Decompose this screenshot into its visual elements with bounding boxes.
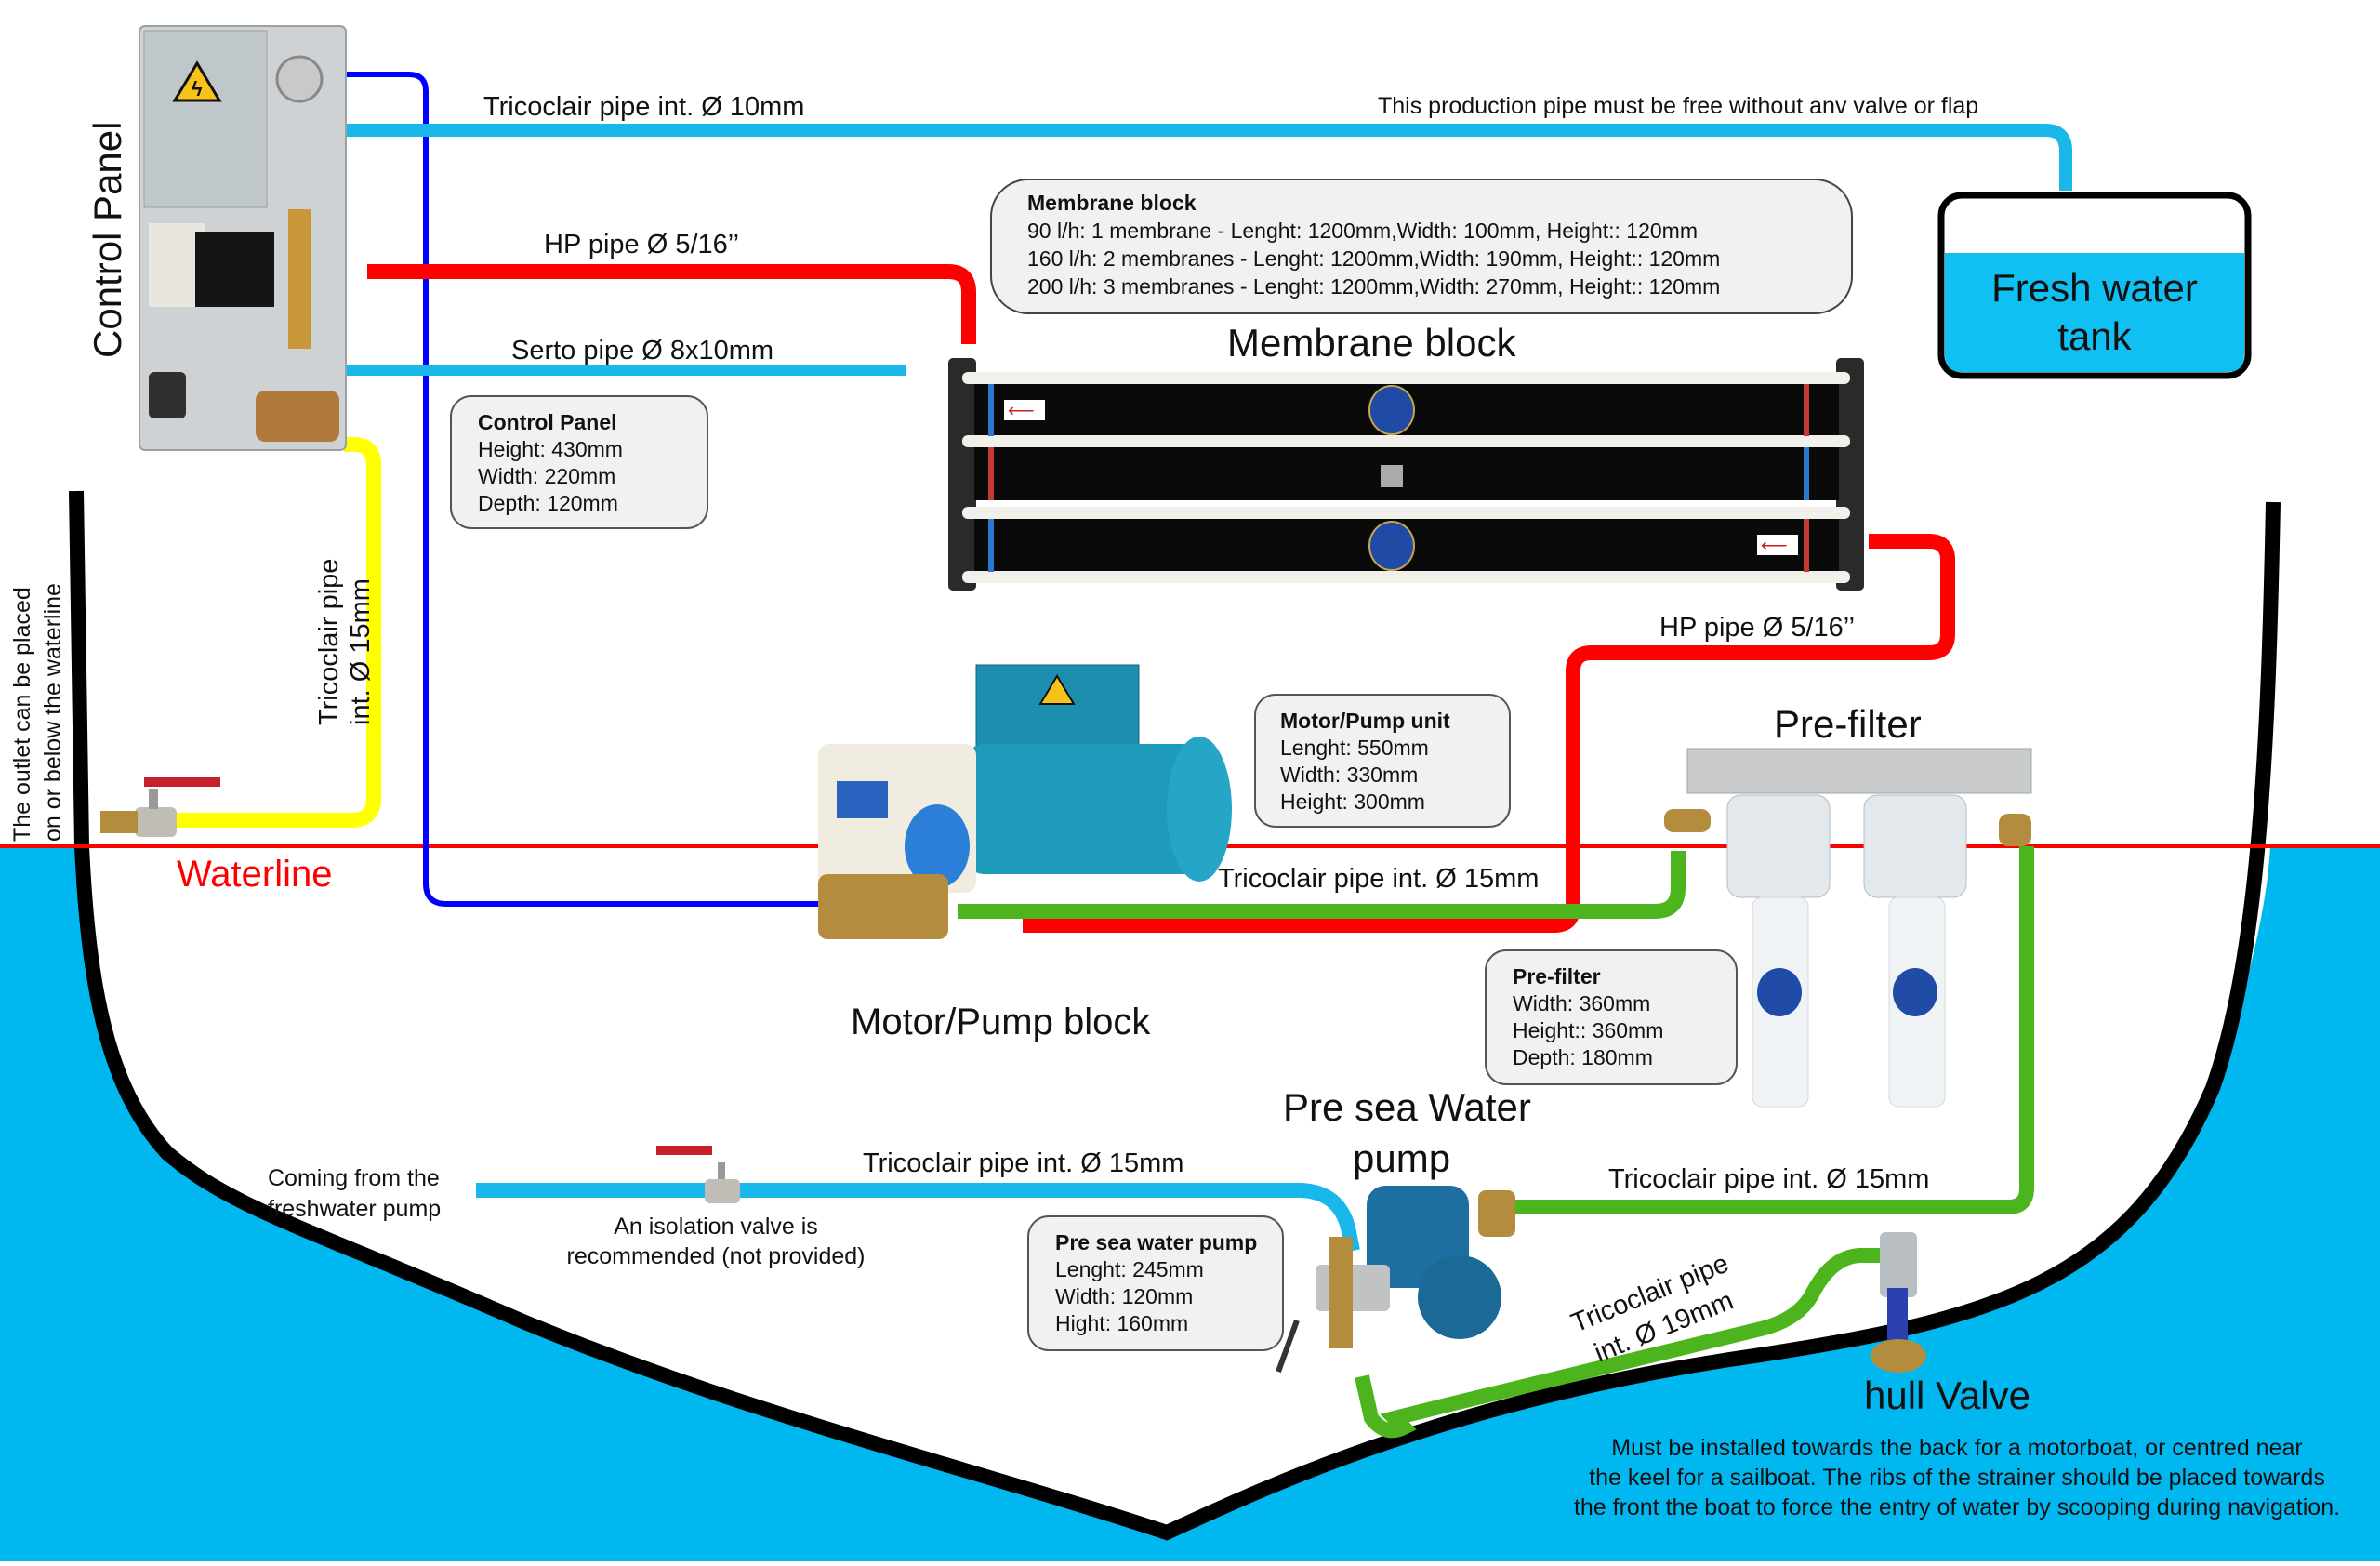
feed-prefilter-pipe-label: Tricoclair pipe int. Ø 15mm — [1608, 1164, 1929, 1194]
motor-pump-block-title: Motor/Pump block — [851, 1002, 1151, 1042]
pre-filter — [1664, 748, 2032, 1108]
hull-outline — [69, 490, 2281, 1541]
pre-sea-pump-title-line-1: Pre sea Water — [1283, 1085, 1531, 1129]
flow-arrow-icon: ⟵ — [1004, 400, 1045, 421]
hull-valve-note-line-1: Must be installed towards the back for a… — [1611, 1435, 2302, 1461]
hull-valve-note-line-2: the keel for a sailboat. The ribs of the… — [1589, 1465, 2325, 1491]
membrane-block: ⟵ ⟵ — [948, 358, 1864, 591]
brand-logo-icon — [1893, 968, 1937, 1016]
high-voltage-warning-icon — [1038, 674, 1076, 705]
isolation-valve-note-line-2: recommended (not provided) — [567, 1243, 866, 1269]
membrane-block-title: Membrane block — [1227, 321, 1516, 365]
brine-pipe-label-line-2: int. Ø 15mm — [346, 578, 376, 725]
hull-valve-note-line-3: the front the boat to force the entry of… — [1574, 1494, 2340, 1520]
serto-pipe-label: Serto pipe Ø 8x10mm — [511, 336, 774, 365]
freshwater-source-line-2: freshwater pump — [268, 1196, 441, 1222]
brand-logo-icon — [1368, 521, 1415, 571]
freshwater-source-line-1: Coming from the — [268, 1165, 440, 1191]
info-box-pre-sea-pump-line: Lenght: 245mm — [1055, 1257, 1204, 1281]
info-box-membrane: Membrane block 90 l/h: 1 membrane - Leng… — [990, 179, 1853, 314]
info-box-motor-pump-title: Motor/Pump unit — [1280, 709, 1450, 733]
production-pipe-note: This production pipe must be free withou… — [1378, 93, 1978, 119]
fresh-water-tank: Fresh water tank — [1937, 192, 2252, 379]
info-box-pre-sea-pump-line: Width: 120mm — [1055, 1284, 1193, 1308]
info-box-pre-filter: Pre-filter Width: 360mm Height:: 360mm D… — [1485, 949, 1738, 1085]
pre-filter-title: Pre-filter — [1774, 702, 1922, 746]
info-box-control-panel-title: Control Panel — [478, 410, 617, 434]
info-box-membrane-line: 160 l/h: 2 membranes - Lenght: 1200mm,Wi… — [1027, 246, 1720, 271]
flush-pipe — [298, 72, 827, 907]
brand-logo-icon — [1368, 385, 1415, 435]
info-box-pre-sea-pump-title: Pre sea water pump — [1055, 1230, 1257, 1254]
intake-pipe — [1355, 1248, 1887, 1439]
svg-text:⟵: ⟵ — [1761, 536, 1788, 556]
svg-text:ϟ: ϟ — [192, 77, 203, 100]
info-box-pre-sea-pump: Pre sea water pump Lenght: 245mm Width: … — [1027, 1215, 1284, 1351]
motor-pump-block — [818, 664, 1232, 939]
ball-valve-icon — [100, 777, 220, 837]
info-box-motor-pump-line: Height: 300mm — [1280, 790, 1425, 814]
hull-valve-title: hull Valve — [1864, 1374, 2030, 1417]
control-panel: ϟ — [139, 25, 347, 451]
waterline-label: Waterline — [177, 854, 332, 895]
info-box-pre-filter-line: Width: 360mm — [1513, 991, 1650, 1015]
info-box-control-panel-line: Width: 220mm — [478, 464, 615, 488]
info-box-motor-pump-line: Lenght: 550mm — [1280, 736, 1429, 760]
feed-pipe-prefilter — [1515, 846, 2034, 1214]
info-box-control-panel-line: Depth: 120mm — [478, 491, 618, 515]
brand-logo-icon — [1757, 968, 1802, 1016]
pressure-gauge — [275, 55, 324, 103]
info-box-pre-filter-title: Pre-filter — [1513, 964, 1601, 989]
info-box-control-panel-line: Height: 430mm — [478, 437, 623, 461]
info-box-membrane-title: Membrane block — [1027, 191, 1197, 215]
info-box-membrane-line: 200 l/h: 3 membranes - Lenght: 1200mm,Wi… — [1027, 274, 1720, 299]
tank-label-line-1: Fresh water — [1991, 266, 2198, 310]
info-box-pre-filter-line: Height:: 360mm — [1513, 1018, 1663, 1042]
feed-motor-pipe-label: Tricoclair pipe int. Ø 15mm — [1218, 864, 1539, 894]
info-box-pre-sea-pump-line: Hight: 160mm — [1055, 1311, 1188, 1335]
info-box-pre-filter-line: Depth: 180mm — [1513, 1045, 1653, 1069]
info-box-membrane-line: 90 l/h: 1 membrane - Lenght: 1200mm,Widt… — [1027, 219, 1698, 243]
outlet-note-line-1: The outlet can be placed — [9, 587, 35, 842]
isolation-valve-note-line-1: An isolation valve is — [614, 1214, 818, 1240]
hp-pipe-top-label: HP pipe Ø 5/16’’ — [544, 230, 739, 259]
info-box-motor-pump: Motor/Pump unit Lenght: 550mm Width: 330… — [1254, 694, 1511, 828]
info-box-control-panel: Control Panel Height: 430mm Width: 220mm… — [450, 395, 708, 529]
pre-sea-pump-title-line-2: pump — [1353, 1136, 1450, 1180]
hp-pipe-top — [367, 264, 976, 344]
feed-pipe-motor — [958, 851, 1686, 919]
hull-valve — [1871, 1232, 1926, 1373]
hp-pipe-right-label: HP pipe Ø 5/16’’ — [1659, 613, 1855, 643]
tank-label-line-2: tank — [2057, 314, 2132, 358]
info-box-motor-pump-line: Width: 330mm — [1280, 763, 1418, 787]
freshwater-in-pipe-label: Tricoclair pipe int. Ø 15mm — [863, 1148, 1183, 1178]
pre-sea-water-pump — [1276, 1186, 1515, 1374]
outlet-note-line-2: on or below the waterline — [40, 583, 66, 842]
production-pipe-label: Tricoclair pipe int. Ø 10mm — [483, 92, 804, 122]
svg-text:⟵: ⟵ — [1008, 401, 1035, 421]
brine-pipe-label-line-1: Tricoclair pipe — [314, 559, 344, 725]
high-voltage-warning-icon: ϟ — [172, 60, 222, 102]
freshwater-in-pipe — [476, 1183, 1360, 1253]
flow-arrow-icon: ⟵ — [1757, 535, 1798, 556]
brine-outlet-pipe — [177, 437, 381, 828]
control-panel-title: Control Panel — [86, 122, 129, 358]
ball-valve-icon — [656, 1146, 740, 1203]
